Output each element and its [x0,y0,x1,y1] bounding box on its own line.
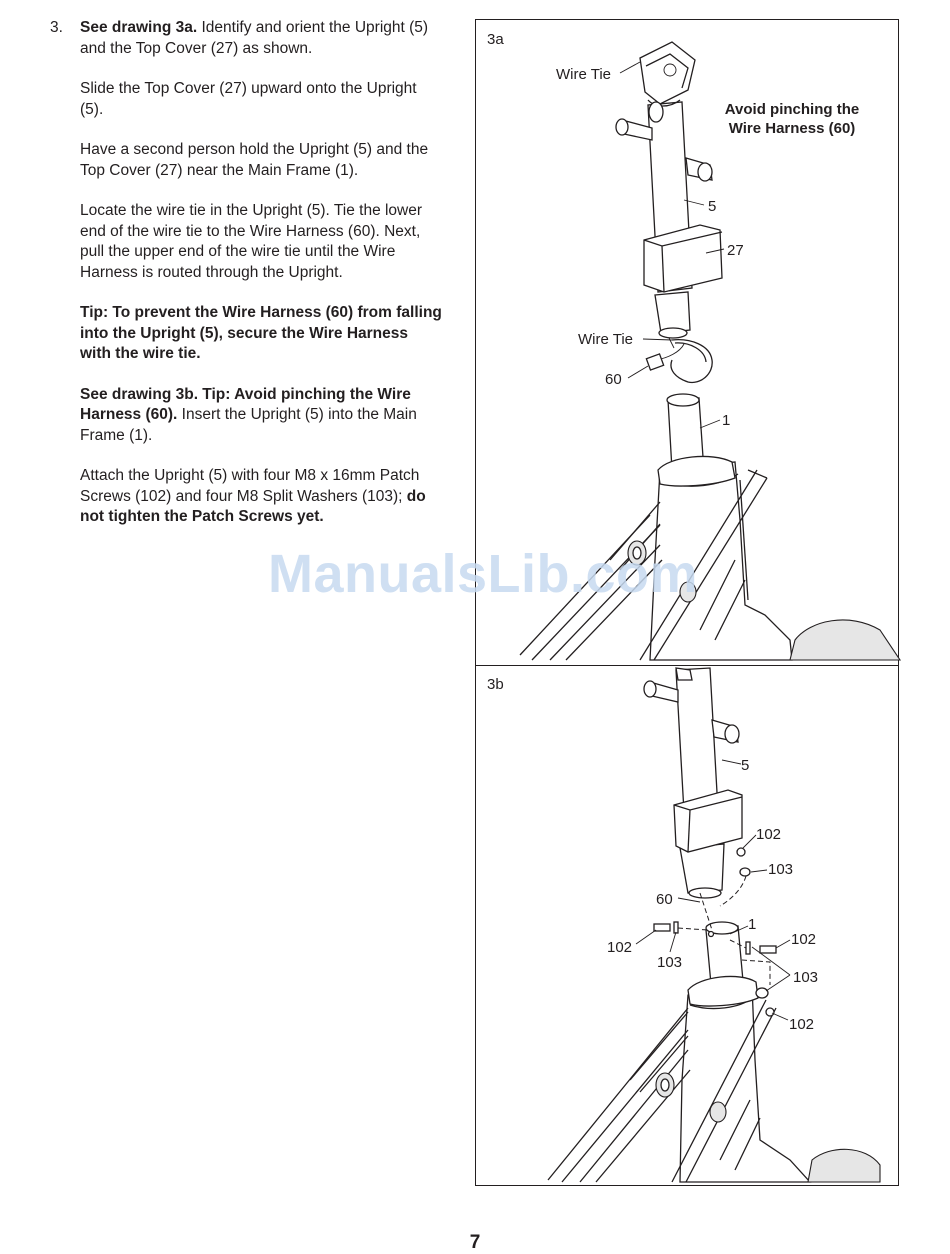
main-frame-3a [519,461,902,661]
part-102-label-left: 102 [607,939,632,956]
leader-lines-3a [619,61,725,429]
part-1-label-3b: 1 [748,916,756,933]
caution-line-2: Wire Harness (60) [729,120,856,137]
instruction-text: Insert the Upright (5) into the Main Fra… [80,406,417,444]
caution-line-1: Avoid pinching the [725,101,859,118]
part-1-label-3a: 1 [722,412,730,429]
main-frame-post-3a [657,393,736,487]
instruction-text: Slide the Top Cover (27) upward onto the… [80,80,417,118]
figure-divider [476,665,898,666]
part-5-label-3b: 5 [741,757,749,774]
instruction-text-bold: do not tighten the Patch Screws yet. [80,487,426,526]
part-102-label-bottom: 102 [789,1016,814,1033]
instruction-text: Identify and orient the Upright (5) and … [80,19,429,57]
wire-tie-top-label: Wire Tie [556,66,611,83]
part-103-label-right: 103 [793,969,818,986]
wire-harness-3a [645,335,713,384]
drawing-3a-label: 3a [487,31,504,48]
instruction-text: Have a second person hold the Upright (5… [80,141,429,179]
page-number: 7 [469,1232,481,1253]
part-60-label-3a: 60 [605,371,622,388]
upright-3b [643,667,743,931]
main-frame-post-3b [687,921,759,1007]
drawing-3a: 3a Wire Tie Avoid pinching the Wire Harn… [487,31,902,661]
fasteners-3b [653,847,777,1017]
part-60-label-3b: 60 [656,891,673,908]
instruction-paragraph: Slide the Top Cover (27) upward onto the… [80,79,442,120]
step-number: 3. [50,19,63,36]
drawing-3b: 3b 5 102 103 60 1 102 103 102 103 102 [487,667,881,1183]
main-frame-3b [547,984,881,1183]
part-27-label: 27 [727,242,744,259]
instruction-paragraph: Tip: To prevent the Wire Harness (60) fr… [80,303,442,365]
watermark: ManualsLib.com [268,544,699,604]
part-103-label-a: 103 [768,861,793,878]
instruction-text: Locate the wire tie in the Upright (5). … [80,202,423,281]
instruction-text-bold: See drawing 3b. Tip: Avoid pinching the … [80,385,411,424]
instruction-paragraph: See drawing 3a. Identify and orient the … [80,18,442,59]
part-5-label-3a: 5 [708,198,716,215]
instruction-paragraph: Locate the wire tie in the Upright (5). … [80,201,442,283]
drawing-3b-label: 3b [487,676,504,693]
instruction-text-bold: See drawing 3a. [80,19,198,36]
instruction-text-bold: Tip: To prevent the Wire Harness (60) fr… [80,304,442,362]
wire-tie-bottom-label: Wire Tie [578,331,633,348]
instruction-paragraph: See drawing 3b. Tip: Avoid pinching the … [80,385,442,447]
instruction-text: Attach the Upright (5) with four M8 x 16… [80,467,420,505]
instruction-paragraph: Attach the Upright (5) with four M8 x 16… [80,466,442,528]
leader-lines-3b [635,759,791,1021]
part-103-label-left: 103 [657,954,682,971]
figure-frame [475,19,899,1186]
part-102-label-a: 102 [756,826,781,843]
part-102-label-right: 102 [791,931,816,948]
upright-3a [615,41,723,339]
step-instructions: See drawing 3a. Identify and orient the … [80,18,442,548]
instruction-paragraph: Have a second person hold the Upright (5… [80,140,442,181]
